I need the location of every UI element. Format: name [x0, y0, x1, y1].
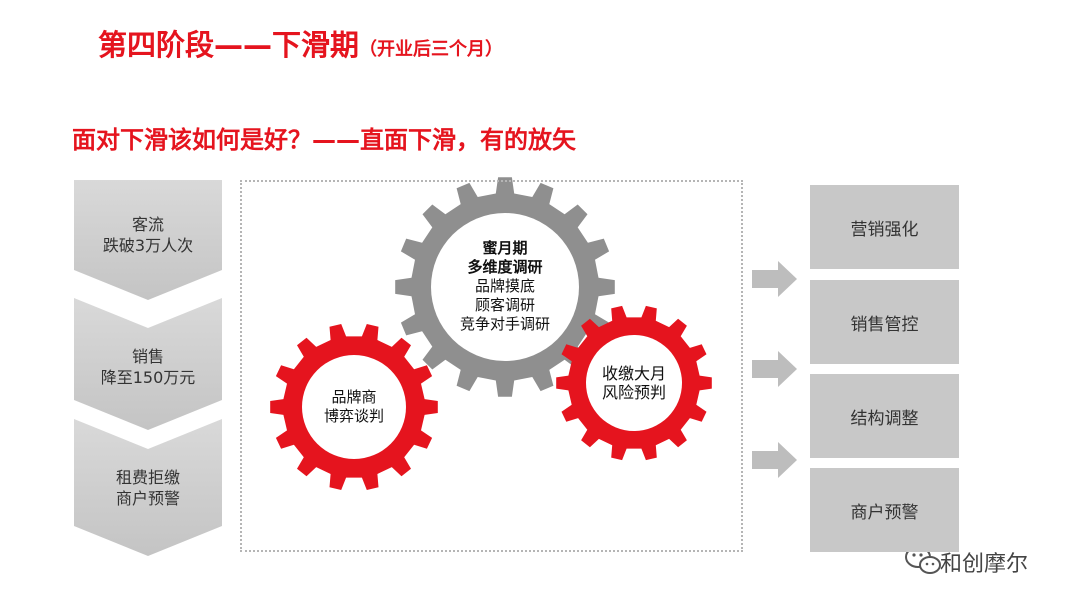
- center-panel: [240, 180, 743, 552]
- gear-main-label: 蜜月期 多维度调研 品牌摸底 顾客调研 竞争对手调研: [459, 239, 550, 333]
- arrow-right-icon: [752, 261, 797, 297]
- gear-main-icon: [395, 177, 615, 397]
- action-box-4: 商户预警: [810, 468, 959, 552]
- action-box-2: 销售管控: [810, 280, 959, 364]
- gLeft-hub: [302, 355, 406, 459]
- watermark-text: 和创摩尔: [940, 552, 1029, 577]
- gear-left-icon: [270, 324, 438, 490]
- page-title: 第四阶段——下滑期（开业后三个月）: [98, 22, 503, 64]
- arrow-right-icon: [752, 442, 797, 478]
- arrow-right-icon: [752, 351, 797, 387]
- action-box-1: 营销强化: [810, 185, 959, 269]
- gear-left-label: 品牌商 博弈谈判: [323, 388, 384, 425]
- flow-step-2: 销售 降至150万元: [100, 347, 196, 387]
- chevron-3: [74, 419, 222, 556]
- title-main: 第四阶段——下滑期: [98, 28, 360, 62]
- flow-step-3: 租费拒缴 商户预警: [115, 468, 180, 508]
- gMain-hub: [431, 213, 579, 361]
- chevron-2: [74, 298, 222, 430]
- chevron-1: [74, 180, 222, 300]
- title-note: （开业后三个月）: [359, 39, 504, 60]
- action-box-3: 结构调整: [810, 374, 959, 458]
- flow-step-1: 客流 跌破3万人次: [102, 215, 194, 255]
- gear-right-label: 收缴大月 风险预判: [601, 364, 666, 402]
- gRight-hub: [586, 335, 682, 431]
- page-subtitle: 面对下滑该如何是好？——直面下滑，有的放矢: [72, 126, 576, 154]
- gear-right-icon: [556, 305, 712, 461]
